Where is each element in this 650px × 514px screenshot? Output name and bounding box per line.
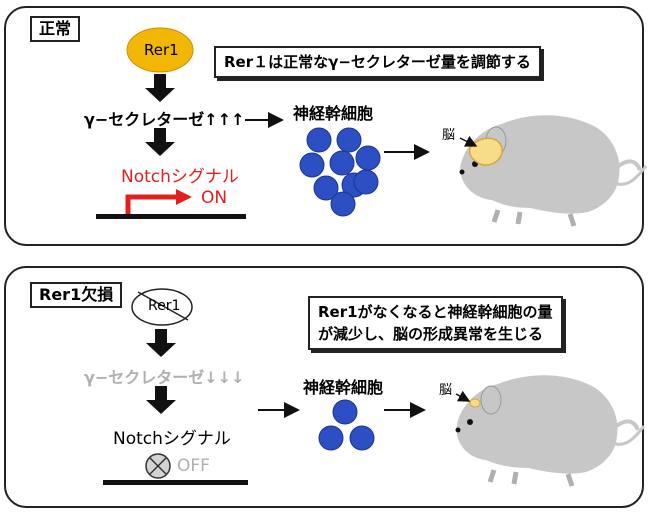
off-icon <box>145 453 171 479</box>
nsc-cell <box>355 145 381 171</box>
brain-pointer-deficient <box>455 390 471 402</box>
on-arrowhead <box>176 189 192 205</box>
notch-on-label: ON <box>201 188 228 208</box>
nsc-cell <box>313 175 339 201</box>
deficient-note-line1: Rer1がなくなると神経幹細胞の量 <box>318 303 553 321</box>
normal-label: 正常 <box>30 16 81 42</box>
nsc-cell <box>306 127 332 153</box>
deficient-note: Rer1がなくなると神経幹細胞の量 が減少し、脳の形成異常を生じる <box>308 296 563 350</box>
down-arrow-2 <box>145 128 175 156</box>
nsc-cell <box>318 425 344 451</box>
normal-note: Rer１は正常なγ−セクレターゼ量を調節する <box>214 46 541 78</box>
nsc-cell <box>349 425 375 451</box>
gene-baseline-deficient <box>103 480 248 485</box>
nsc-cell <box>299 152 325 178</box>
on-arrow <box>125 194 178 214</box>
nsc-cell <box>329 150 355 176</box>
gamma-secretase-normal: γ−セクレターゼ↑↑↑ <box>84 110 245 129</box>
gamma-secretase-deficient: γ−セクレターゼ↓↓↓ <box>84 368 245 387</box>
brain-label-normal: 脳 <box>442 128 456 143</box>
nsc-cluster-deficient <box>318 399 375 451</box>
notch-off-label: OFF <box>177 456 210 476</box>
mouse-deficient <box>455 375 646 487</box>
down-arrow-3 <box>146 329 176 357</box>
down-arrow-4 <box>146 386 176 414</box>
rer1-strike <box>137 291 189 321</box>
nsc-cell <box>353 169 379 195</box>
rer1-deleted-ellipse <box>131 288 193 326</box>
mouse-normal <box>459 115 648 227</box>
notch-signal-normal: Notchシグナル <box>121 167 239 187</box>
nsc-cell <box>330 191 356 217</box>
nsc-label-normal: 神経幹細胞 <box>293 104 374 123</box>
rer1-ellipse <box>126 27 194 73</box>
nsc-label-deficient: 神経幹細胞 <box>303 378 384 397</box>
nsc-cluster-normal <box>299 127 381 217</box>
brain-label-deficient: 脳 <box>439 383 453 398</box>
nsc-cell <box>336 127 362 153</box>
brain-pointer-normal <box>459 135 478 147</box>
gene-baseline <box>96 214 246 219</box>
deficient-label: Rer1欠損 <box>30 282 123 308</box>
notch-signal-deficient: Notchシグナル <box>113 429 231 449</box>
nsc-cell <box>332 399 358 425</box>
rer1-deleted-label: Rer1 <box>148 298 181 314</box>
deficient-note-line2: が減少し、脳の形成異常を生じる <box>318 325 544 343</box>
rer1-label: Rer1 <box>144 41 179 59</box>
down-arrow-1 <box>145 74 175 102</box>
